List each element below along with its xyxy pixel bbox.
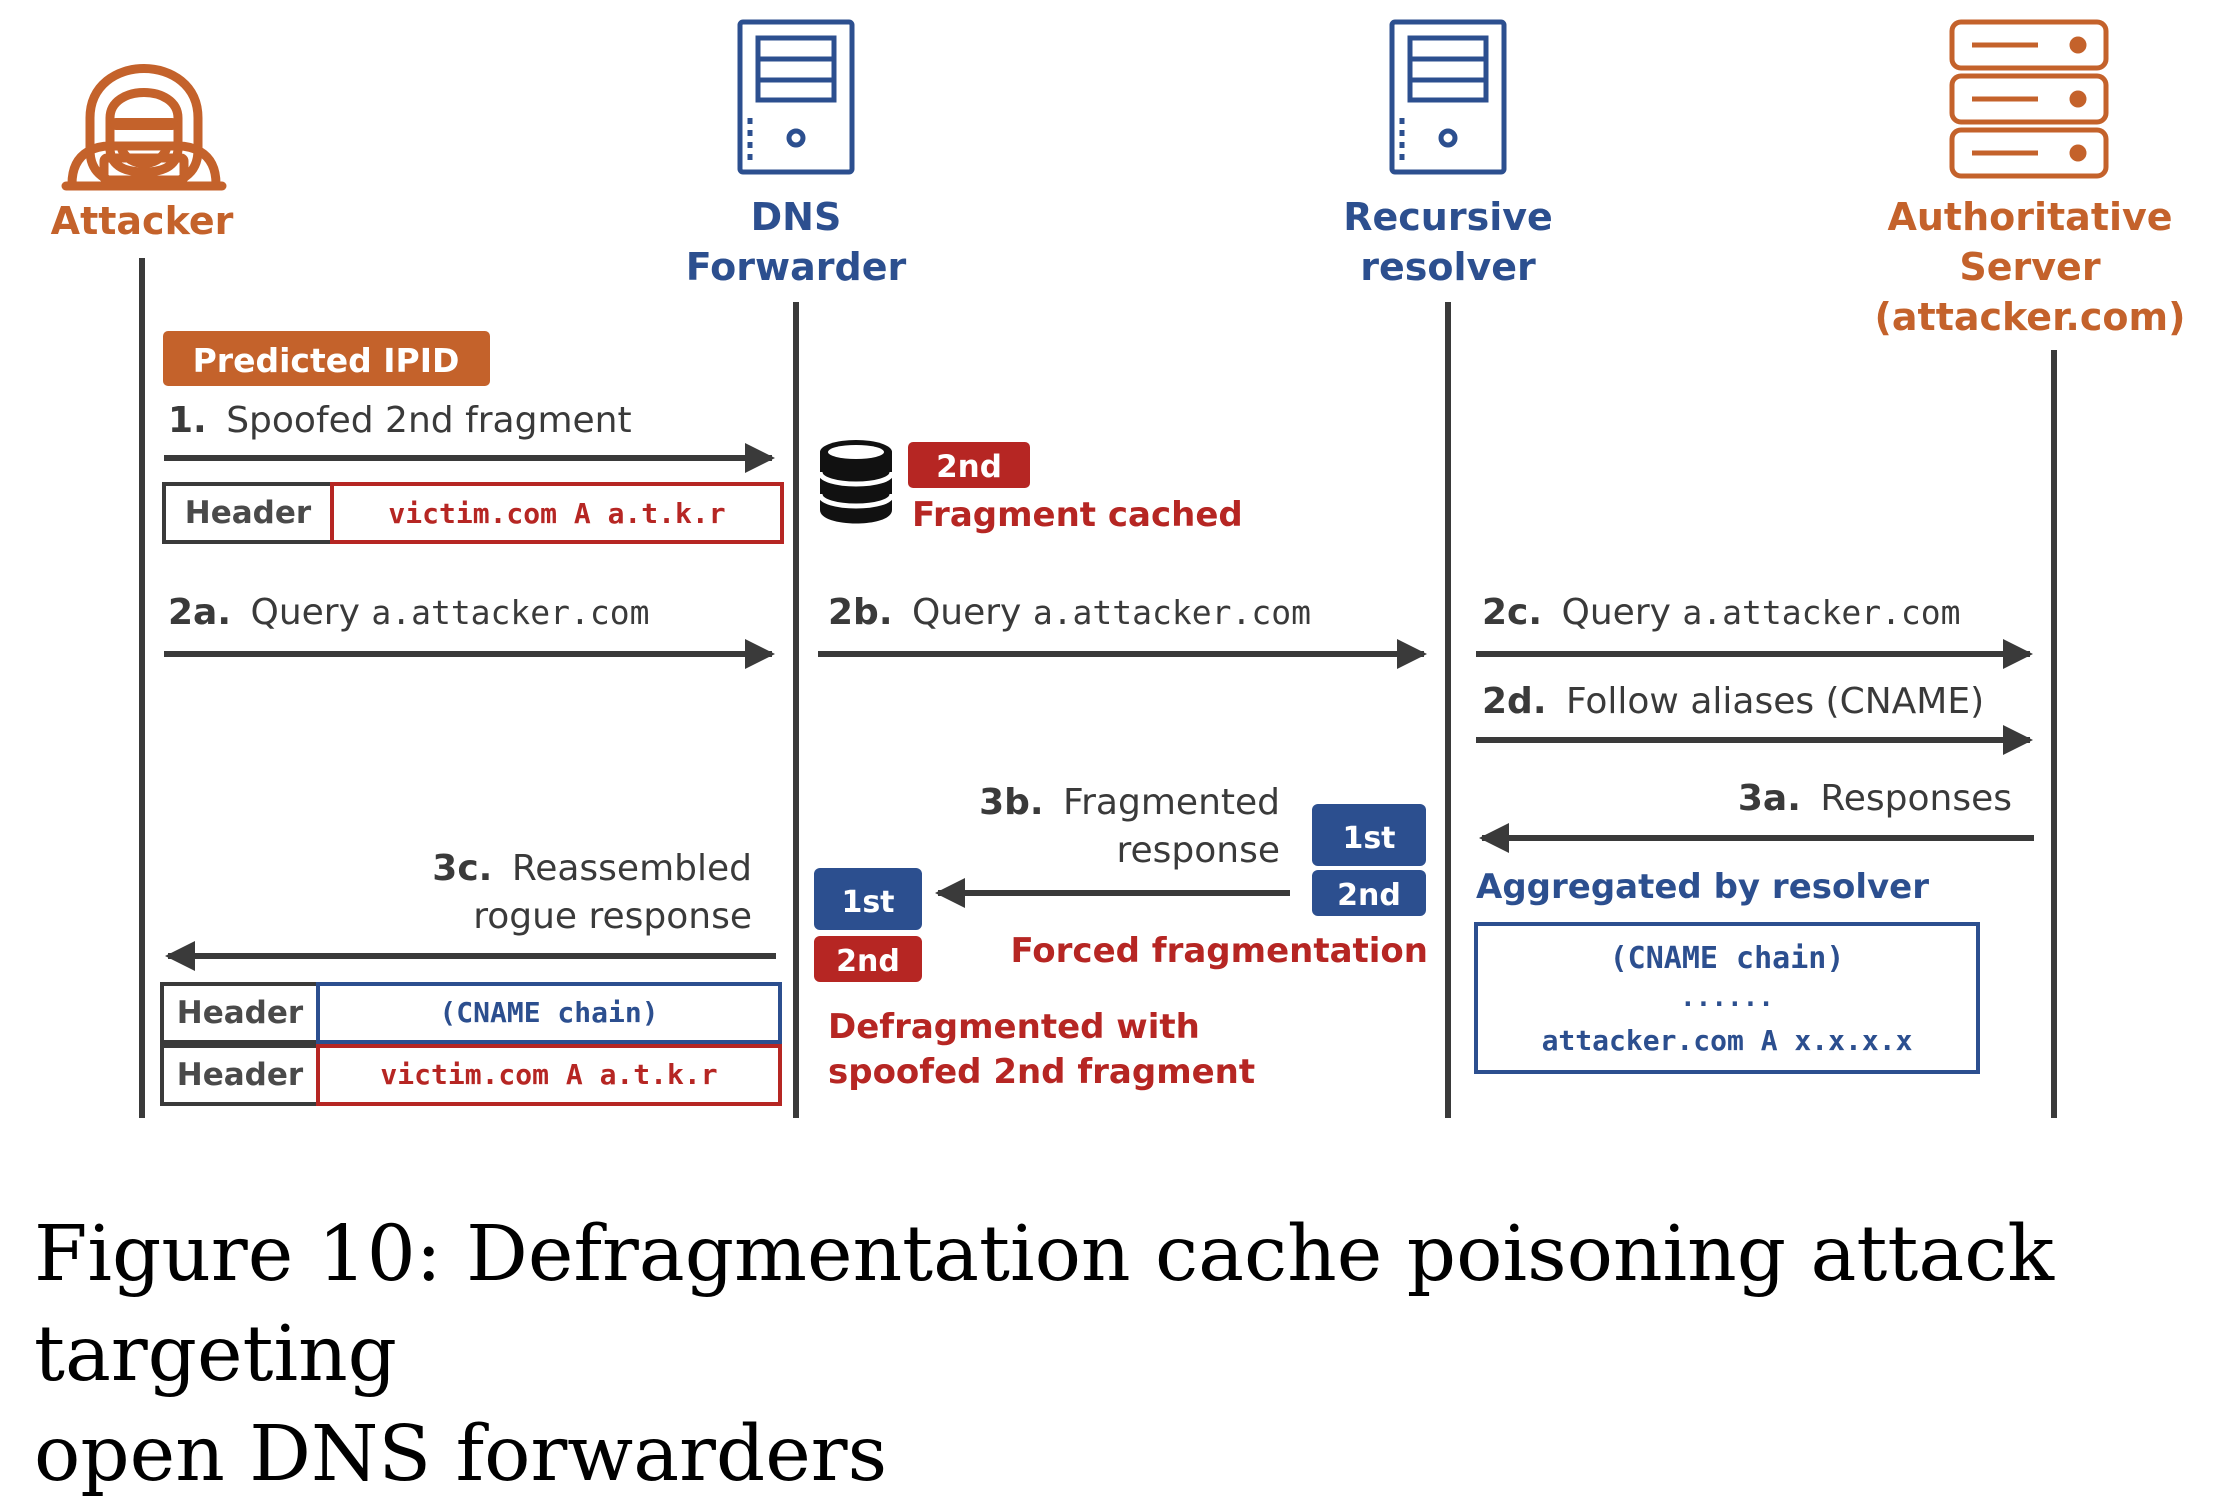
step2d-label: 2d. Follow aliases (CNAME)	[1482, 681, 1984, 722]
rogue-row2-header-cell	[160, 1044, 320, 1106]
step2d-text: Follow aliases (CNAME)	[1566, 681, 1984, 722]
step2a-num: 2a.	[168, 592, 231, 633]
step3c-line2: rogue response	[473, 896, 752, 937]
rogue-row2-header-text: Header	[177, 1057, 304, 1093]
predicted-ipid-text: Predicted IPID	[193, 341, 460, 380]
step2c-domain: a.attacker.com	[1682, 593, 1960, 632]
forwarder-label-line1: DNS	[751, 195, 842, 239]
predicted-ipid-badge	[163, 331, 490, 386]
resolver-frag-1st	[1312, 804, 1426, 866]
forwarder-frag-2nd-text: 2nd	[836, 944, 900, 979]
rogue-row1-payload-cell	[316, 982, 782, 1044]
fragment-cached-label: Fragment cached	[912, 495, 1243, 535]
forwarder-server-icon	[737, 19, 855, 175]
database-icon	[817, 440, 895, 524]
step2b-label: 2b. Query a.attacker.com	[828, 592, 1311, 633]
packet-payload-text: victim.com A a.t.k.r	[388, 497, 725, 530]
rogue-row1-header-cell	[160, 982, 320, 1044]
resolver-label-line2: resolver	[1360, 245, 1536, 289]
step3b-label-line1: 3b. Fragmented	[979, 782, 1280, 823]
caption-line2: open DNS forwarders	[34, 1410, 888, 1499]
forwarder-frag-2nd	[814, 936, 922, 982]
cache-2nd-text: 2nd	[936, 449, 1002, 485]
step3b-num: 3b.	[979, 782, 1044, 823]
packet-payload-cell	[330, 482, 784, 544]
step2a-text: Query	[250, 592, 371, 633]
forwarder-frag-1st-text: 1st	[841, 885, 894, 920]
step2a-domain: a.attacker.com	[371, 593, 649, 632]
step3a-num: 3a.	[1738, 778, 1801, 819]
resolver-server-icon	[1389, 19, 1507, 175]
step2c-text: Query	[1562, 592, 1683, 633]
attacker-label: Attacker	[51, 199, 234, 243]
step3a-label: 3a. Responses	[1738, 778, 2012, 819]
forwarder-frag-1st	[814, 868, 922, 930]
step2c-num: 2c.	[1482, 592, 1542, 633]
defragmented-line2: spoofed 2nd fragment	[828, 1052, 1255, 1092]
resolver-frag-2nd-text: 2nd	[1337, 878, 1401, 913]
rogue-row1-payload-text: (CNAME chain)	[439, 996, 658, 1029]
forced-fragmentation-label: Forced fragmentation	[1010, 931, 1428, 971]
step3c-label-line1: 3c. Reassembled	[432, 848, 752, 889]
step1-num: 1.	[168, 400, 207, 441]
hooded-attacker-icon	[61, 64, 227, 191]
step3a-text: Responses	[1820, 778, 2012, 819]
rogue-row2-payload-cell	[316, 1044, 782, 1106]
step1-label: 1. Spoofed 2nd fragment	[168, 400, 632, 441]
forwarder-label-line2: Forwarder	[686, 245, 907, 289]
figure-caption: Figure 10: Defragmentation cache poisoni…	[34, 1205, 2204, 1505]
cache-2nd-tag	[908, 442, 1030, 488]
authoritative-label-line1: Authoritative	[1887, 195, 2172, 239]
aggregated-response-box	[1474, 922, 1980, 1074]
step2b-num: 2b.	[828, 592, 893, 633]
aggregated-cname-chain: (CNAME chain)	[1610, 941, 1845, 976]
resolver-label-line1: Recursive	[1343, 195, 1553, 239]
attack-sequence-diagram: Attacker DNS Forwarder Recursive resolve…	[51, 19, 2186, 1118]
step3c-num: 3c.	[432, 848, 492, 889]
caption-line1: Figure 10: Defragmentation cache poisoni…	[34, 1210, 2055, 1399]
step3c-line1: Reassembled	[512, 848, 752, 889]
authoritative-label-line3: (attacker.com)	[1875, 295, 2186, 339]
aggregated-ellipsis: ......	[1680, 983, 1774, 1013]
step2b-text: Query	[912, 592, 1033, 633]
rogue-row2-payload-text: victim.com A a.t.k.r	[380, 1058, 717, 1091]
step2c-label: 2c. Query a.attacker.com	[1482, 592, 1961, 633]
step2d-num: 2d.	[1482, 681, 1547, 722]
step2b-domain: a.attacker.com	[1033, 593, 1311, 632]
step2a-label: 2a. Query a.attacker.com	[168, 592, 650, 633]
aggregated-label: Aggregated by resolver	[1476, 867, 1929, 907]
authoritative-label-line2: Server	[1959, 245, 2100, 289]
step1-text: Spoofed 2nd fragment	[226, 400, 631, 441]
lifelines	[139, 258, 2057, 1118]
resolver-frag-1st-text: 1st	[1342, 821, 1395, 856]
step3b-line2: response	[1116, 830, 1280, 871]
resolver-frag-2nd	[1312, 870, 1426, 916]
aggregated-a-record: attacker.com A x.x.x.x	[1542, 1024, 1913, 1057]
packet-header-text: Header	[185, 495, 312, 531]
rogue-row1-header-text: Header	[177, 995, 304, 1031]
defragmented-line1: Defragmented with	[828, 1007, 1200, 1047]
server-rack-icon	[1949, 19, 2109, 179]
step3b-line1: Fragmented	[1063, 782, 1280, 823]
